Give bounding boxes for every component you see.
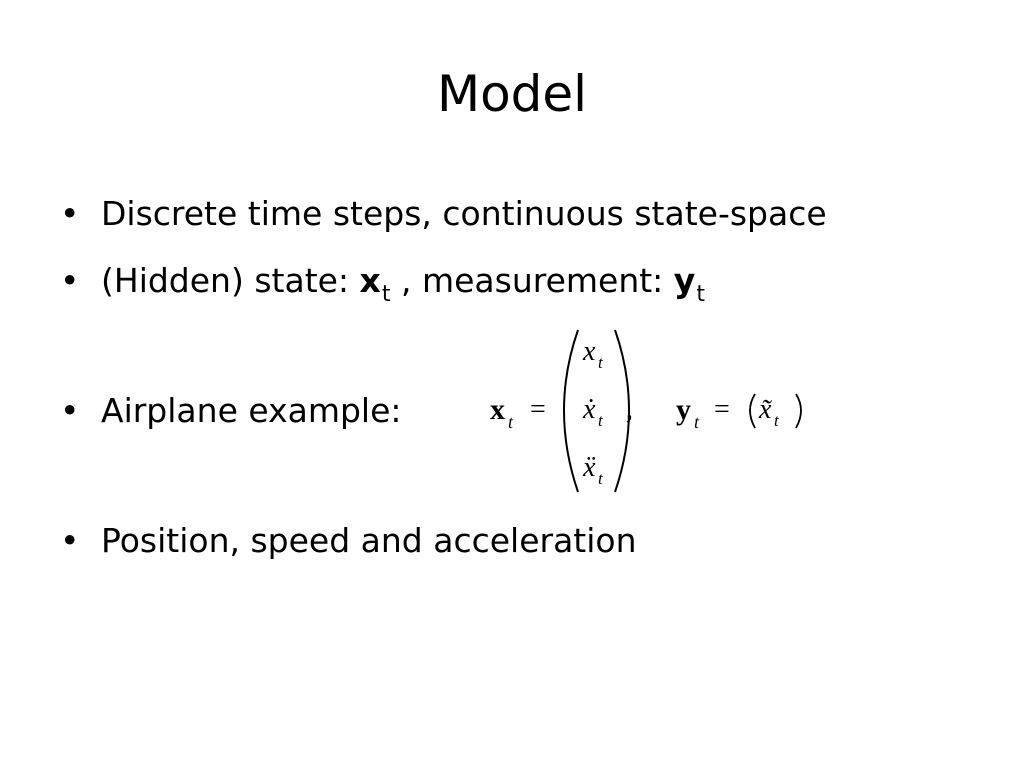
eq-meas-symbol: y [676,393,691,426]
eq-lhs-subscript: t [508,412,514,432]
eq-meas-rhs-subscript: t [774,411,780,430]
right-paren-small-icon [795,393,802,429]
measurement-subscript: t [696,282,705,307]
eq-equals: = [530,394,546,425]
vector-entry-subscript: t [598,469,604,488]
bullet-text: Discrete time steps, continuous state-sp… [101,194,827,233]
left-paren-icon [563,329,579,493]
eq-comma: , [626,394,633,425]
vector-entry-subscript: t [598,411,604,430]
measurement-symbol: y [673,261,696,300]
bullet-icon: • [60,261,80,300]
eq-lhs-symbol: x [490,393,505,426]
measurement-label: , measurement: [390,261,674,300]
vector-entry-subscript: t [598,353,604,372]
vector-entry-acceleration: ẍ [582,452,596,483]
equation-graphic: x t = x t ẋ t ẍ t , y t = x̃ t [490,329,802,493]
airplane-equation: x t = x t ẋ t ẍ t , y t = x̃ t [480,322,820,502]
bullet-text: Airplane example: [101,391,402,430]
slide-title: Model [436,65,588,123]
vector-entry-speed: ẋ [582,394,596,425]
eq-equals-2: = [714,394,730,425]
bullet-text: (Hidden) state: xt , measurement: yt [101,261,705,307]
bullet-text: Position, speed and acceleration [101,521,637,560]
eq-meas-rhs: x̃ [758,394,773,425]
bullet-icon: • [60,391,80,430]
right-paren-icon [614,329,630,493]
state-label: (Hidden) state: [101,261,360,300]
left-paren-small-icon [749,393,756,429]
bullet-icon: • [60,194,80,233]
vector-entry-position: x [582,336,596,367]
state-subscript: t [381,282,391,307]
eq-meas-subscript: t [694,412,700,432]
state-symbol: x [359,261,381,300]
bullet-icon: • [60,521,80,560]
